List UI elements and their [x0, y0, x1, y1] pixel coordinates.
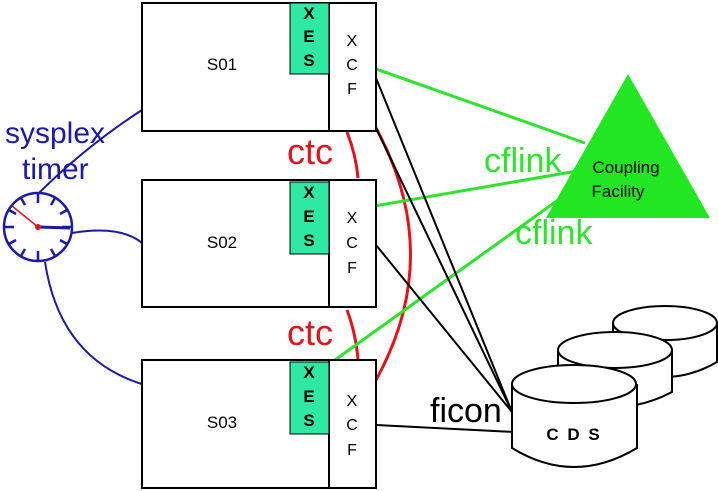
- xcf-letter: C: [346, 57, 358, 74]
- xes-block: [289, 2, 330, 75]
- xcf-letter: F: [347, 442, 357, 459]
- xes-letter: X: [303, 363, 315, 382]
- system-box: [141, 179, 377, 308]
- xes-letter: E: [303, 387, 314, 406]
- cflink-label: cflink: [515, 214, 593, 252]
- cds-link-s03: [375, 424, 516, 433]
- clock-second-hand: [11, 205, 39, 228]
- xcf-letter: C: [346, 235, 358, 252]
- cds-link-s01-b: [375, 127, 513, 413]
- xes-letter: S: [303, 411, 314, 430]
- coupling-facility-label-line1: Coupling: [592, 158, 659, 177]
- xes-letter: E: [303, 27, 314, 46]
- xes-block: [289, 181, 330, 255]
- system-s03: S03 X E S X C F: [141, 359, 377, 489]
- xes-letter: S: [303, 51, 314, 70]
- ctc-arc-s01-s02: [345, 131, 360, 179]
- xes-letter: E: [303, 207, 314, 226]
- xes-letter: X: [303, 4, 315, 23]
- timer-label-line2: timer: [22, 153, 89, 186]
- xcf-letter: X: [347, 393, 358, 410]
- cds-link-s01-a: [375, 77, 513, 413]
- system-label: S02: [207, 233, 237, 252]
- xes-block: [289, 361, 330, 435]
- timer-link-s03: [44, 261, 146, 386]
- xes-letter: X: [303, 183, 315, 202]
- timer-label-line1: sysplex: [5, 117, 105, 150]
- coupling-facility: Coupling Facility: [546, 74, 710, 218]
- system-box: [141, 2, 377, 132]
- ctc-arc-s02-s03: [345, 309, 360, 361]
- clock-hour-hand: [37, 225, 71, 230]
- xcf-letter: X: [347, 210, 358, 227]
- cds-disks: [511, 305, 718, 468]
- cds-link-s02: [375, 244, 513, 413]
- cds-connections: [375, 77, 516, 433]
- cds-disk-front: [511, 364, 638, 468]
- system-label: S03: [207, 413, 237, 432]
- xes-letter: S: [303, 231, 314, 250]
- ficon-label: ficon: [430, 392, 502, 430]
- xcf-letter: F: [347, 81, 357, 98]
- coupling-facility-triangle: [546, 74, 710, 218]
- xcf-letter: F: [347, 260, 357, 277]
- system-s01: S01 X E S X C F: [141, 2, 377, 132]
- cds-label: C D S: [546, 425, 601, 444]
- xcf-letter: X: [347, 33, 358, 50]
- cflink-label: cflink: [484, 142, 562, 180]
- cflink-s03: [327, 188, 573, 367]
- ctc-label: ctc: [287, 131, 333, 172]
- xcf-letter: C: [346, 417, 358, 434]
- system-box: [141, 359, 377, 489]
- system-label: S01: [207, 55, 237, 74]
- coupling-facility-label-line2: Facility: [592, 182, 645, 201]
- timer-link-s02: [71, 229, 143, 244]
- ctc-label: ctc: [287, 312, 333, 353]
- system-s02: S02 X E S X C F: [141, 179, 377, 308]
- clock-icon: [2, 191, 74, 263]
